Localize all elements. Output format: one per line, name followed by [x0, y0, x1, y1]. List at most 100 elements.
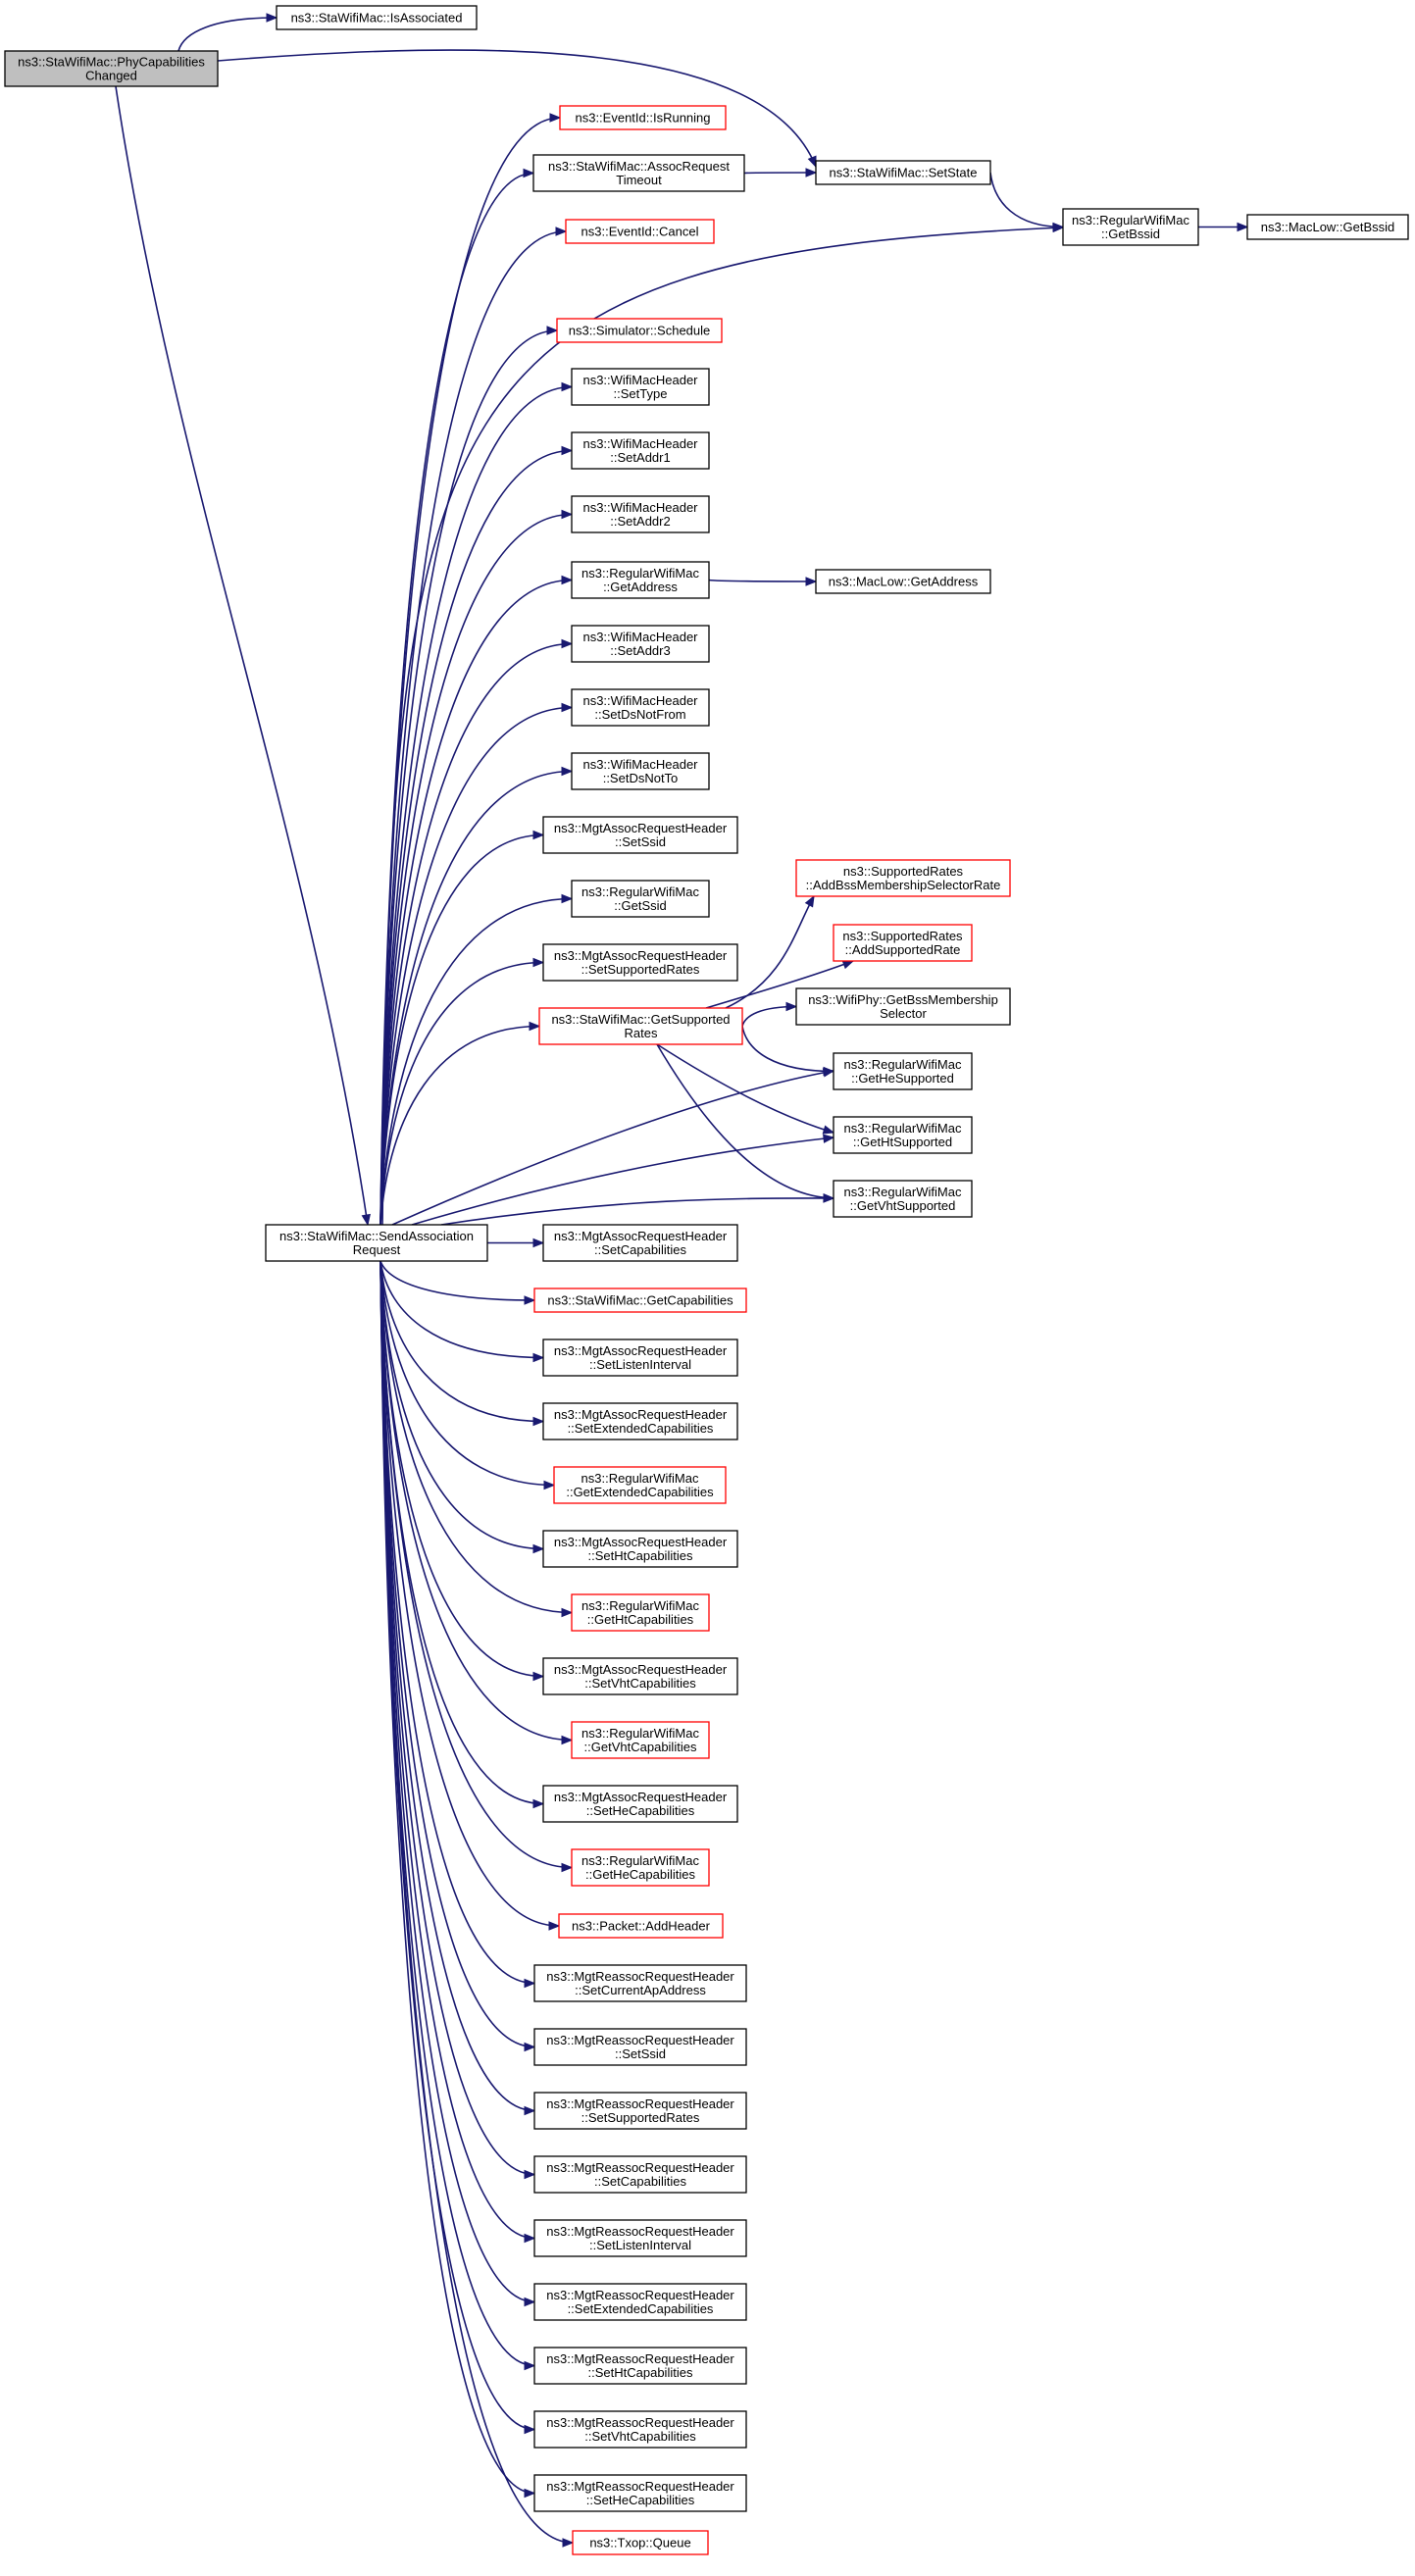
- node-setaddr1[interactable]: ns3::WifiMacHeader::SetAddr1: [571, 431, 710, 470]
- node-getcapabilities[interactable]: ns3::StaWifiMac::GetCapabilities: [533, 1288, 747, 1313]
- node-setaddr3[interactable]: ns3::WifiMacHeader::SetAddr3: [571, 625, 710, 663]
- node-box: [533, 2155, 747, 2194]
- edge-sendassoc-to-assocreqtimeout: [379, 172, 534, 1226]
- node-rwm-gethecap[interactable]: ns3::RegularWifiMac::GetHeCapabilities: [571, 1848, 710, 1887]
- node-label: ns3::MgtReassocRequestHeader: [546, 2415, 734, 2430]
- node-box: [542, 1657, 738, 1695]
- node-rwm-getssid[interactable]: ns3::RegularWifiMac::GetSsid: [571, 880, 710, 918]
- node-label: ns3::MgtReassocRequestHeader: [546, 2288, 734, 2302]
- node-label: ::SetCapabilities: [594, 1242, 686, 1257]
- node-isrunning[interactable]: ns3::EventId::IsRunning: [559, 105, 727, 130]
- node-addheader[interactable]: ns3::Packet::AddHeader: [558, 1913, 724, 1939]
- node-mar-setcapabilities[interactable]: ns3::MgtAssocRequestHeader::SetCapabilit…: [542, 1224, 738, 1262]
- node-label: ns3::EventId::Cancel: [581, 225, 699, 239]
- node-label: Changed: [85, 69, 137, 83]
- node-rwm-gethtcap[interactable]: ns3::RegularWifiMac::GetHtCapabilities: [571, 1593, 710, 1632]
- node-rwm-getvhtcap[interactable]: ns3::RegularWifiMac::GetVhtCapabilities: [571, 1721, 710, 1759]
- node-label: ::GetExtendedCapabilities: [566, 1485, 714, 1499]
- node-label: ns3::WifiPhy::GetBssMembership: [808, 992, 998, 1007]
- node-setdsnotfrom[interactable]: ns3::WifiMacHeader::SetDsNotFrom: [571, 688, 710, 727]
- node-box: [556, 318, 723, 343]
- node-mar-sethtcap[interactable]: ns3::MgtAssocRequestHeader::SetHtCapabil…: [542, 1530, 738, 1568]
- arrowhead-sendassoc-to-cancel: [555, 227, 568, 236]
- edge-sendassoc-to-mar_setextcap: [379, 1260, 544, 1423]
- node-box: [533, 2028, 747, 2066]
- nodes-layer: ns3::StaWifiMac::PhyCapabilitiesChangedn…: [4, 5, 1409, 2555]
- node-mrr-setextcap[interactable]: ns3::MgtReassocRequestHeader::SetExtende…: [533, 2283, 747, 2321]
- node-getbssid[interactable]: ns3::RegularWifiMac::GetBssid: [1062, 208, 1199, 246]
- edge-sendassoc-to-rwm_gethtcap: [379, 1260, 573, 1614]
- edge-sendassoc-to-getsupportedrates: [379, 1025, 540, 1226]
- node-box: [542, 1530, 738, 1568]
- node-label: ns3::RegularWifiMac: [1072, 213, 1189, 227]
- node-mrr-setcapabilities[interactable]: ns3::MgtReassocRequestHeader::SetCapabil…: [533, 2155, 747, 2194]
- edge-sendassoc-to-rwm_getextcap: [379, 1260, 555, 1487]
- node-queue[interactable]: ns3::Txop::Queue: [572, 2530, 709, 2555]
- node-label: ns3::MgtReassocRequestHeader: [546, 2096, 734, 2111]
- node-label: ns3::WifiMacHeader: [582, 630, 698, 644]
- arrowhead-root-to-setstate: [807, 155, 817, 169]
- node-mrr-setlisteninterval[interactable]: ns3::MgtReassocRequestHeader::SetListenI…: [533, 2219, 747, 2257]
- node-label: ns3::RegularWifiMac: [581, 1726, 699, 1741]
- node-mrr-sethecap[interactable]: ns3::MgtReassocRequestHeader::SetHeCapab…: [533, 2474, 747, 2512]
- node-box: [542, 1785, 738, 1823]
- node-settype[interactable]: ns3::WifiMacHeader::SetType: [571, 368, 710, 406]
- node-label: ns3::WifiMacHeader: [582, 373, 698, 387]
- node-mar-setextcap[interactable]: ns3::MgtAssocRequestHeader::SetExtendedC…: [542, 1402, 738, 1440]
- node-addsupportedrate[interactable]: ns3::SupportedRates::AddSupportedRate: [833, 924, 973, 962]
- node-cancel[interactable]: ns3::EventId::Cancel: [565, 219, 715, 244]
- node-maclow-getbssid[interactable]: ns3::MacLow::GetBssid: [1246, 214, 1409, 240]
- node-schedule[interactable]: ns3::Simulator::Schedule: [556, 318, 723, 343]
- node-mar-sethecap[interactable]: ns3::MgtAssocRequestHeader::SetHeCapabil…: [542, 1785, 738, 1823]
- node-rwm-getextcap[interactable]: ns3::RegularWifiMac::GetExtendedCapabili…: [553, 1466, 727, 1504]
- node-label: ns3::StaWifiMac::GetSupported: [551, 1012, 730, 1027]
- arrowhead-sendassoc-to-rwm_gethtcap: [561, 1607, 574, 1618]
- arrowhead-sendassoc-to-mrr_setlisteninterval: [524, 2233, 536, 2244]
- node-getvhtsupported[interactable]: ns3::RegularWifiMac::GetVhtSupported: [833, 1180, 973, 1218]
- node-setstate[interactable]: ns3::StaWifiMac::SetState: [815, 160, 991, 185]
- node-isassociated[interactable]: ns3::StaWifiMac::IsAssociated: [276, 5, 478, 30]
- arrowhead-sendassoc-to-mar_sethtcap: [532, 1543, 545, 1554]
- node-rwm-getaddress[interactable]: ns3::RegularWifiMac::GetAddress: [571, 561, 710, 599]
- node-getheSupported[interactable]: ns3::RegularWifiMac::GetHeSupported: [833, 1052, 973, 1090]
- arrowhead-sendassoc-to-getvhtsupported: [823, 1193, 835, 1203]
- node-mrr-setcurrentap[interactable]: ns3::MgtReassocRequestHeader::SetCurrent…: [533, 1964, 747, 2002]
- node-setaddr2[interactable]: ns3::WifiMacHeader::SetAddr2: [571, 495, 710, 533]
- node-label: ns3::MgtReassocRequestHeader: [546, 2224, 734, 2239]
- arrowhead-sendassoc-to-mar_setssid: [532, 830, 545, 840]
- node-label: ::SetListenInterval: [589, 2238, 691, 2252]
- arrowhead-sendassoc-to-rwm_getssid: [561, 893, 574, 904]
- node-mrr-setvhtcap[interactable]: ns3::MgtReassocRequestHeader::SetVhtCapa…: [533, 2410, 747, 2449]
- node-label: ns3::WifiMacHeader: [582, 436, 698, 451]
- node-mar-setssid[interactable]: ns3::MgtAssocRequestHeader::SetSsid: [542, 816, 738, 854]
- node-setdsnotto[interactable]: ns3::WifiMacHeader::SetDsNotTo: [571, 752, 710, 790]
- arrowhead-getsupportedrates-to-addsupportedrate: [841, 960, 855, 970]
- node-addbssrate[interactable]: ns3::SupportedRates::AddBssMembershipSel…: [795, 859, 1011, 897]
- node-label: ns3::SupportedRates: [843, 864, 964, 879]
- node-label: ns3::RegularWifiMac: [844, 1121, 962, 1136]
- arrowhead-sendassoc-to-queue: [562, 2538, 575, 2548]
- edge-sendassoc-to-mar_setvhtcap: [379, 1260, 544, 1678]
- node-mar-setsupportedrates[interactable]: ns3::MgtAssocRequestHeader::SetSupported…: [542, 943, 738, 982]
- node-mrr-sethtcap[interactable]: ns3::MgtReassocRequestHeader::SetHtCapab…: [533, 2347, 747, 2385]
- node-label: Selector: [880, 1006, 927, 1021]
- node-maclow-getaddress[interactable]: ns3::MacLow::GetAddress: [815, 569, 991, 594]
- node-gethtsupported[interactable]: ns3::RegularWifiMac::GetHtSupported: [833, 1116, 973, 1154]
- arrowhead-getsupportedrates-to-getbssmembership: [785, 1001, 798, 1012]
- node-label: ns3::MgtAssocRequestHeader: [554, 1662, 728, 1677]
- node-label: ns3::StaWifiMac::PhyCapabilities: [18, 55, 205, 70]
- node-box: [1246, 214, 1409, 240]
- node-box: [558, 1913, 724, 1939]
- node-box: [571, 1848, 710, 1887]
- node-mrr-setsupportedrates[interactable]: ns3::MgtReassocRequestHeader::SetSupport…: [533, 2092, 747, 2130]
- node-label: ns3::EventId::IsRunning: [575, 111, 710, 126]
- node-mar-setlisteninterval[interactable]: ns3::MgtAssocRequestHeader::SetListenInt…: [542, 1339, 738, 1377]
- node-mrr-setssid[interactable]: ns3::MgtReassocRequestHeader::SetSsid: [533, 2028, 747, 2066]
- node-mar-setvhtcap[interactable]: ns3::MgtAssocRequestHeader::SetVhtCapabi…: [542, 1657, 738, 1695]
- node-label: ns3::StaWifiMac::GetCapabilities: [547, 1293, 733, 1308]
